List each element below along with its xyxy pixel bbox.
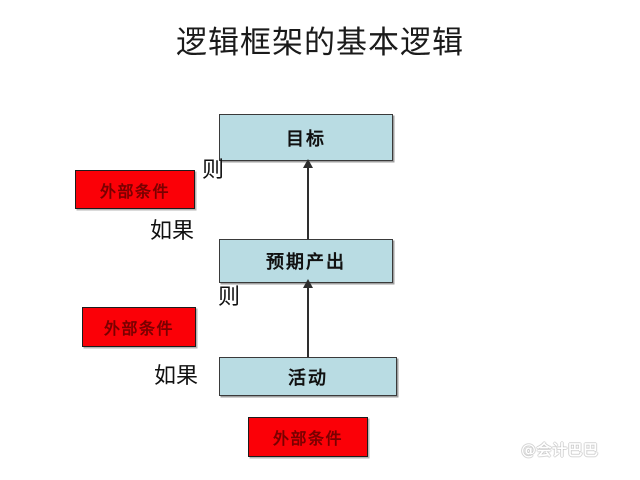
- label-if-lower: 如果: [154, 364, 199, 389]
- watermark-logo-icon: [503, 442, 518, 457]
- node-activity: 活动: [219, 357, 397, 396]
- node-external-condition-bottom: 外部条件: [248, 417, 368, 457]
- label-if-upper: 如果: [150, 219, 195, 244]
- node-expected-output: 预期产出: [219, 239, 393, 283]
- page-title: 逻辑框架的基本逻辑: [176, 25, 464, 61]
- label-then-upper: 则: [202, 158, 225, 183]
- label-then-lower: 则: [218, 285, 241, 310]
- arrow-activity-to-output-icon: [303, 279, 313, 357]
- watermark-text: @会计巴巴: [521, 441, 599, 459]
- node-external-condition-top: 外部条件: [75, 170, 195, 209]
- node-goal: 目标: [219, 114, 393, 161]
- node-external-condition-middle: 外部条件: [82, 307, 196, 347]
- watermark: @会计巴巴: [503, 439, 599, 460]
- arrow-output-to-goal-icon: [303, 159, 313, 239]
